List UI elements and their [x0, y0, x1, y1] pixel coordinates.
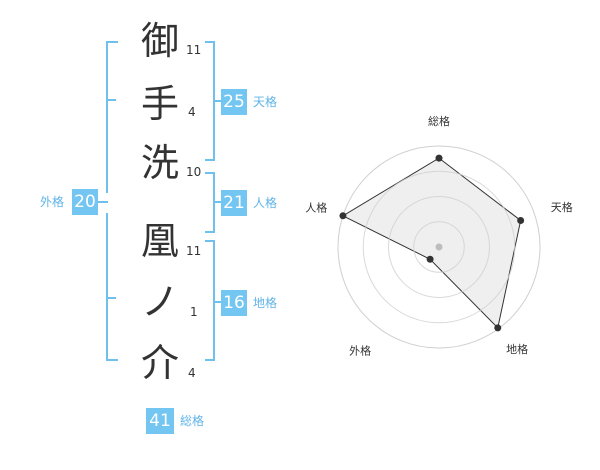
radar-axis-label-5: 人格: [305, 201, 327, 215]
radar-axis-label-3: 地格: [506, 342, 528, 356]
surname-strokes-1: 11: [186, 43, 202, 57]
gaikaku-bracket-tick-bottom: [106, 297, 116, 299]
tenkaku-bracket-tick: [213, 100, 221, 102]
gaikaku-label: 外格: [40, 195, 65, 209]
gaikaku-value: 20: [72, 189, 98, 215]
jinkaku-bracket-tick: [213, 201, 221, 203]
chikaku-bracket-tick: [213, 301, 221, 303]
radar-area: [341, 157, 522, 329]
radar-point-4: [426, 255, 434, 263]
given-strokes-1: 11: [186, 244, 202, 258]
radar-axis-label-2: 天格: [551, 200, 573, 214]
gaikaku-bracket-tick-top: [106, 99, 116, 101]
radar-axis-label-1: 総格: [428, 114, 450, 128]
gaikaku-bracket-bottom: [106, 213, 118, 361]
gaikaku-bracket-tick-mid: [98, 201, 108, 203]
given-char-2: ノ: [140, 280, 179, 324]
chikaku-value: 16: [221, 290, 247, 316]
jinkaku-label: 人格: [253, 196, 278, 210]
radar-center-dot: [435, 243, 443, 251]
radar-ring-overlay: [388, 196, 490, 298]
radar-point-3: [494, 324, 502, 332]
radar-axis-label-4: 外格: [349, 343, 371, 357]
soukaku-value: 41: [146, 408, 174, 434]
radar-point-5: [339, 212, 347, 220]
radar-ring-overlay: [413, 221, 465, 273]
radar-point-2: [517, 216, 525, 224]
given-char-1: 凰: [140, 219, 179, 263]
surname-strokes-2: 4: [188, 105, 196, 119]
given-strokes-3: 4: [188, 366, 196, 380]
surname-char-3: 洗: [140, 141, 179, 185]
tenkaku-label: 天格: [253, 95, 278, 109]
soukaku-label: 総格: [180, 414, 205, 428]
radar-point-1: [435, 154, 443, 162]
tenkaku-value: 25: [221, 89, 247, 115]
radar-ring-overlay: [362, 170, 516, 324]
jinkaku-value: 21: [221, 190, 247, 216]
surname-char-1: 御: [140, 19, 179, 63]
gaikaku-bracket-top: [106, 41, 118, 193]
surname-char-2: 手: [140, 82, 179, 126]
given-strokes-2: 1: [190, 305, 198, 319]
given-char-3: 介: [140, 341, 179, 385]
surname-strokes-3: 10: [186, 165, 202, 179]
chikaku-label: 地格: [253, 296, 278, 310]
chikaku-bracket: [205, 240, 215, 361]
